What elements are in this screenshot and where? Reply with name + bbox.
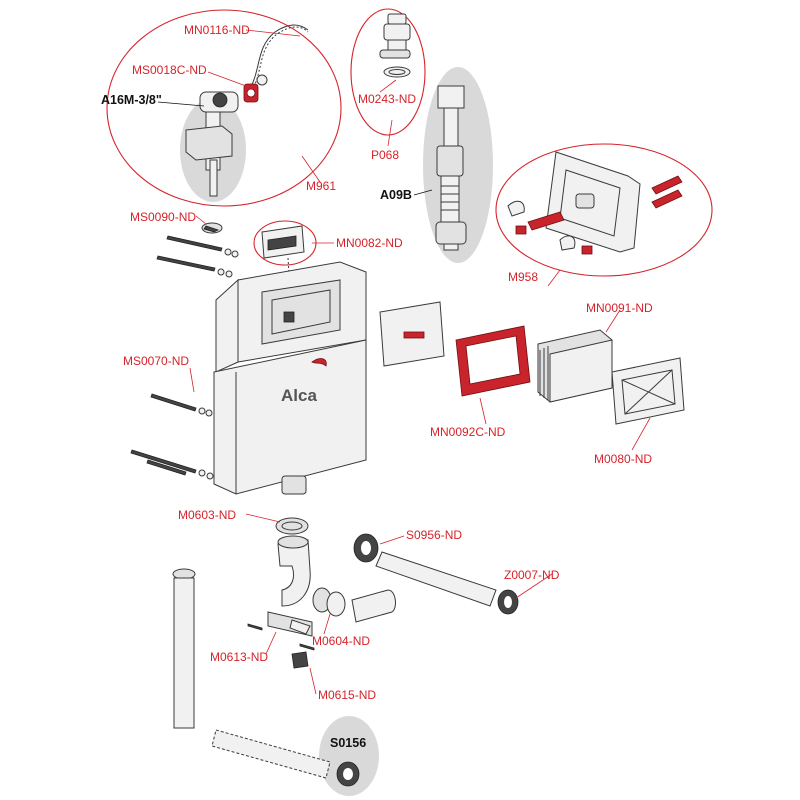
brand-logo: Alca [281, 386, 317, 405]
label-a16m: A16M-3/8" [101, 93, 162, 107]
group-ring-m958 [495, 143, 713, 277]
flush-valve-a09b [435, 85, 467, 251]
label-a09b: A09B [380, 188, 412, 202]
anchor-bolts-lower [130, 449, 214, 480]
vertical-pipe [172, 568, 196, 729]
frame-mn0092c [379, 301, 531, 397]
label-ms0090: MS0090-ND [130, 210, 196, 224]
bracket-m0613 [247, 611, 315, 651]
drain-seal-m0603 [275, 517, 309, 535]
lower-pipe [211, 729, 331, 779]
anchor-bolts-middle [150, 393, 213, 417]
box-mn0091 [537, 329, 613, 403]
label-m0243: M0243-ND [358, 92, 416, 106]
group-ring-m961 [106, 9, 342, 207]
seals-m0604 [312, 587, 396, 623]
group-ring-p068 [350, 8, 426, 136]
label-z0007: Z0007-ND [504, 568, 560, 582]
seal-s0156 [336, 761, 360, 787]
label-s0956: S0956-ND [406, 528, 462, 542]
label-m0615: M0615-ND [318, 688, 376, 702]
label-mn0116: MN0116-ND [184, 23, 250, 37]
drain-elbow [277, 535, 311, 607]
fill-valve-a16m [185, 24, 309, 197]
bracket-m958 [507, 151, 683, 255]
label-s0156: S0156 [330, 736, 366, 750]
label-m0603: M0603-ND [178, 508, 236, 522]
part-m0615 [291, 651, 309, 669]
label-ms0070: MS0070-ND [123, 354, 189, 368]
part-p068 [379, 13, 411, 78]
label-ms0018c: MS0018C-ND [132, 63, 207, 77]
label-mn0092c: MN0092C-ND [430, 425, 506, 439]
highlight-s0156 [319, 716, 379, 796]
part-ms0090 [201, 222, 223, 234]
cistern-body: Alca [213, 261, 367, 495]
label-p068: P068 [371, 148, 399, 162]
plate-m0080 [611, 357, 685, 425]
anchor-bolts-upper [156, 235, 239, 278]
pipe-s0956 [353, 533, 519, 615]
label-mn0082: MN0082-ND [336, 236, 403, 250]
label-m961: M961 [306, 179, 336, 193]
label-mn0091: MN0091-ND [586, 301, 653, 315]
label-m0613: M0613-ND [210, 650, 268, 664]
label-m0080: M0080-ND [594, 452, 652, 466]
label-m958: M958 [508, 270, 538, 284]
part-mn0082 [261, 225, 305, 321]
label-m0604: M0604-ND [312, 634, 370, 648]
